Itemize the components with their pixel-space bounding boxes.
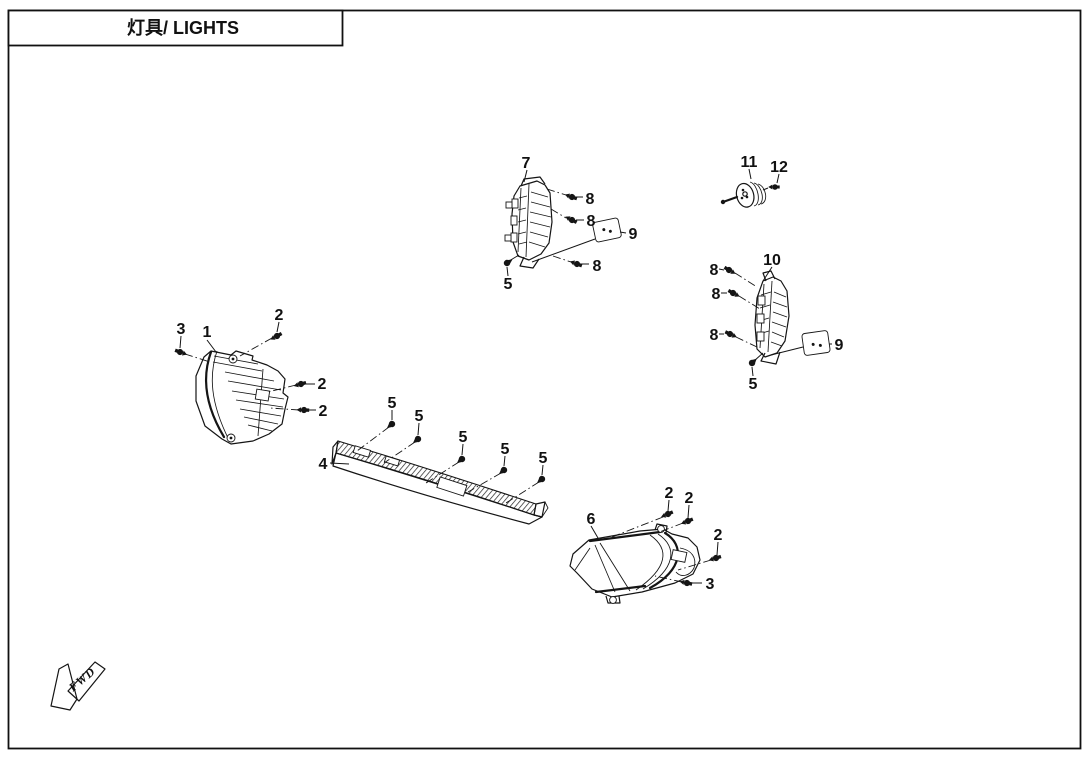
part-callout-5: 5 xyxy=(459,429,468,446)
screw-8-f-icon xyxy=(723,328,739,340)
part-10-bracket-assembly xyxy=(718,264,832,377)
screw-8-d-icon xyxy=(722,264,738,277)
fwd-label: FWD xyxy=(65,664,98,695)
part-4-trim-strip-assembly xyxy=(329,410,549,525)
screw-2-a-icon xyxy=(268,330,284,343)
part-11-12-assembly xyxy=(720,168,780,208)
part-callout-5: 5 xyxy=(504,276,513,293)
part-1-drawing xyxy=(195,350,289,445)
part-callout-8: 8 xyxy=(593,258,602,275)
screw-8-e-icon xyxy=(726,287,742,300)
screw-8-c-icon xyxy=(568,258,583,269)
part-callout-2: 2 xyxy=(318,376,327,393)
part-callout-7: 7 xyxy=(522,155,531,172)
leader-lines-part-4 xyxy=(329,410,544,504)
part-callout-8: 8 xyxy=(710,262,719,279)
part-callout-5: 5 xyxy=(501,441,510,458)
part-callout-5: 5 xyxy=(749,376,758,393)
page-title: 灯具/ LIGHTS xyxy=(127,18,239,38)
part-7-drawing xyxy=(504,176,553,269)
part-callout-1: 1 xyxy=(203,324,212,341)
part-6-headlight-right-assembly xyxy=(569,499,722,604)
part-callout-10: 10 xyxy=(763,252,781,269)
screw-2-f-icon xyxy=(707,553,722,564)
part-callout-6: 6 xyxy=(587,511,596,528)
page-border xyxy=(7,9,1082,750)
part-6-drawing xyxy=(569,523,701,604)
title-box xyxy=(7,9,344,47)
part-10-drawing xyxy=(754,270,790,365)
part-callout-2: 2 xyxy=(665,485,674,502)
title-block: 灯具/ LIGHTS xyxy=(7,9,344,47)
fwd-direction-marker: FWD xyxy=(50,661,106,711)
part-callout-12: 12 xyxy=(770,159,788,176)
part-callout-8: 8 xyxy=(710,327,719,344)
screw-2-e-icon xyxy=(679,516,694,527)
part-11-drawing xyxy=(720,181,767,208)
part-callout-8: 8 xyxy=(712,286,721,303)
part-9-plate-a xyxy=(592,217,622,243)
part-9-plate-b xyxy=(801,330,831,356)
part-7-bracket-assembly xyxy=(502,169,627,277)
part-callout-2: 2 xyxy=(275,307,284,324)
screw-2-d-icon xyxy=(659,509,674,520)
part-callout-5: 5 xyxy=(388,395,397,412)
part-callout-8: 8 xyxy=(587,213,596,230)
part-callout-9: 9 xyxy=(629,226,638,243)
leader-lines-part-10 xyxy=(718,266,832,377)
part-1-headlight-left-assembly xyxy=(174,321,316,445)
part-callout-4: 4 xyxy=(319,456,328,473)
leader-lines-part-1 xyxy=(179,321,316,411)
part-callout-5: 5 xyxy=(415,408,424,425)
part-callout-3: 3 xyxy=(706,576,715,593)
screw-5-d-icon xyxy=(496,465,509,477)
screw-8-b-icon xyxy=(563,213,579,226)
part-callout-5: 5 xyxy=(539,450,548,467)
screw-8-a-icon xyxy=(563,191,578,202)
part-callout-11: 11 xyxy=(741,154,758,171)
leader-lines-part-7 xyxy=(506,169,627,277)
screw-2-b-icon xyxy=(292,379,307,389)
part-callout-2: 2 xyxy=(319,403,328,420)
part-callout-9: 9 xyxy=(835,337,844,354)
screw-3-left-icon xyxy=(174,347,189,358)
part-callout-3: 3 xyxy=(177,321,186,338)
part-callout-2: 2 xyxy=(685,490,694,507)
part-callout-8: 8 xyxy=(586,191,595,208)
screw-2-c-icon xyxy=(296,406,310,414)
leader-lines-part-11-12 xyxy=(748,168,780,191)
screw-12-icon xyxy=(768,184,780,190)
part-4-drawing xyxy=(331,440,549,525)
part-callout-2: 2 xyxy=(714,527,723,544)
leader-lines-part-6 xyxy=(590,499,719,584)
